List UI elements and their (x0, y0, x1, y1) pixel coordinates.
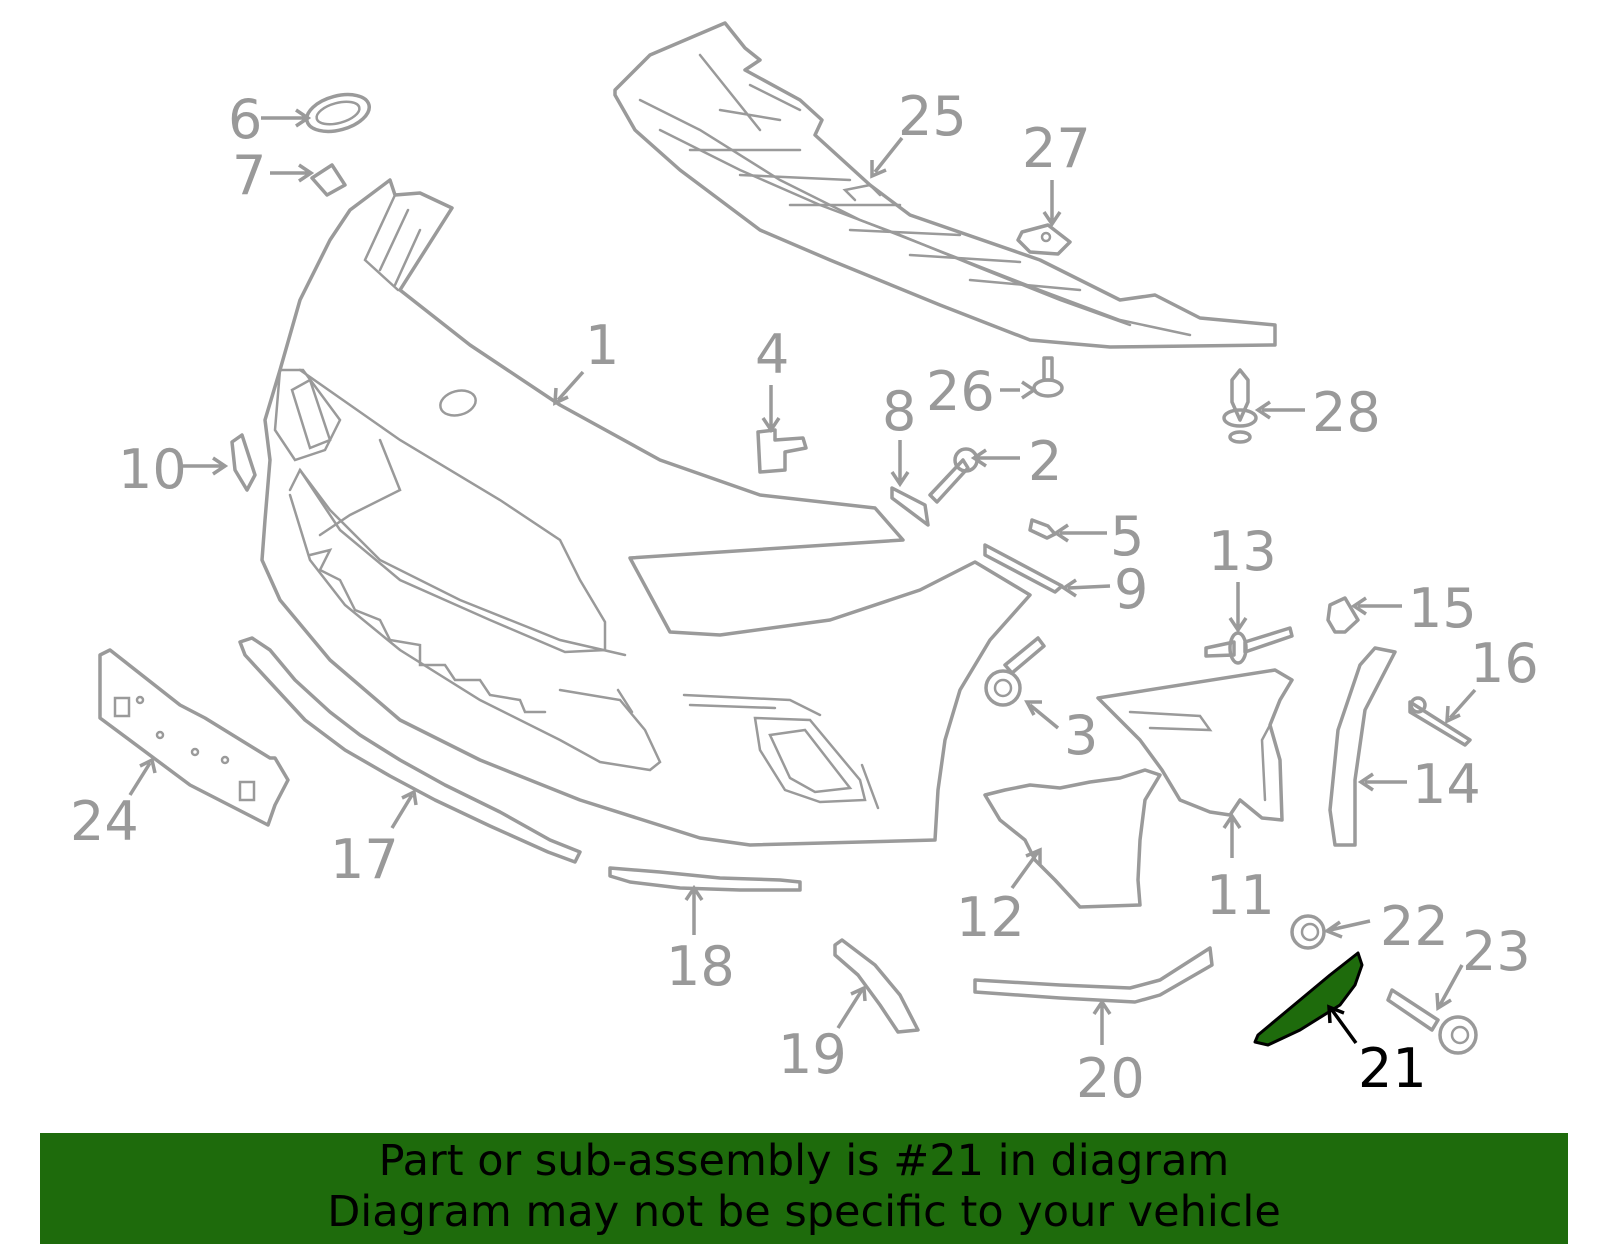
callout-7: 7 (232, 144, 266, 207)
part-4-shape (756, 428, 808, 474)
callout-26: 26 (926, 360, 995, 423)
callout-labels: 1 2 3 4 5 6 7 8 9 10 11 12 13 14 15 16 1… (70, 85, 1539, 1110)
callout-13: 13 (1208, 520, 1277, 583)
part-14-shape (1328, 646, 1397, 847)
part-15-shape (1326, 596, 1360, 634)
part-7-shape (310, 163, 347, 197)
part-6-shape (305, 92, 371, 134)
callout-19: 19 (778, 1023, 847, 1086)
callout-4: 4 (755, 323, 789, 386)
callout-5: 5 (1110, 505, 1144, 568)
part-18-shape (608, 866, 802, 892)
callout-14: 14 (1412, 753, 1481, 816)
callout-24: 24 (70, 790, 139, 853)
part-10-shape (230, 433, 257, 492)
callout-2: 2 (1028, 430, 1062, 493)
part-22-shape (1290, 914, 1326, 950)
callout-22: 22 (1380, 895, 1449, 958)
part-9-shape (983, 543, 1064, 594)
banner-line-1: Part or sub-assembly is #21 in diagram (378, 1136, 1230, 1186)
callout-25: 25 (898, 85, 967, 148)
part-11-shape (1096, 668, 1294, 822)
callout-21-highlighted: 21 (1358, 1037, 1427, 1100)
part-5-shape (1028, 518, 1057, 540)
part-2-shape (928, 447, 979, 504)
part-25-shape (613, 21, 1277, 349)
part-21-leader-arrow (1327, 1004, 1358, 1045)
callout-27: 27 (1022, 117, 1091, 180)
callout-28: 28 (1312, 381, 1381, 444)
part-26-shape (1032, 356, 1064, 398)
callout-23: 23 (1462, 920, 1531, 983)
callout-8: 8 (882, 380, 916, 443)
callout-17: 17 (330, 828, 399, 891)
callout-15: 15 (1408, 577, 1477, 640)
callout-9: 9 (1114, 558, 1148, 621)
part-21-highlighted-shape (1253, 951, 1364, 1047)
callout-16: 16 (1470, 632, 1539, 695)
part-13-shape (1204, 626, 1294, 665)
callout-6: 6 (228, 88, 262, 151)
callout-11: 11 (1206, 864, 1275, 927)
part-20-shape (973, 946, 1214, 1004)
callout-20: 20 (1076, 1047, 1145, 1110)
part-1-shape (260, 178, 1032, 847)
leader-arrows (128, 108, 1477, 1045)
callout-3: 3 (1064, 704, 1098, 767)
part-16-shape (1408, 696, 1472, 747)
part-24-shape (98, 648, 290, 827)
callout-12: 12 (956, 886, 1025, 949)
banner-line-2: Diagram may not be specific to your vehi… (327, 1187, 1281, 1237)
part-23-shape (1386, 988, 1478, 1055)
part-17-shape (238, 636, 582, 864)
part-3-shape (984, 636, 1046, 707)
part-27-shape (1016, 223, 1072, 256)
callout-18: 18 (666, 935, 735, 998)
callout-1: 1 (585, 314, 619, 377)
callout-10: 10 (118, 438, 187, 501)
part-8-shape (890, 486, 930, 527)
part-19-shape (833, 938, 920, 1034)
info-banner: Part or sub-assembly is #21 in diagram D… (40, 1133, 1568, 1244)
part-28-shape (1222, 368, 1258, 444)
